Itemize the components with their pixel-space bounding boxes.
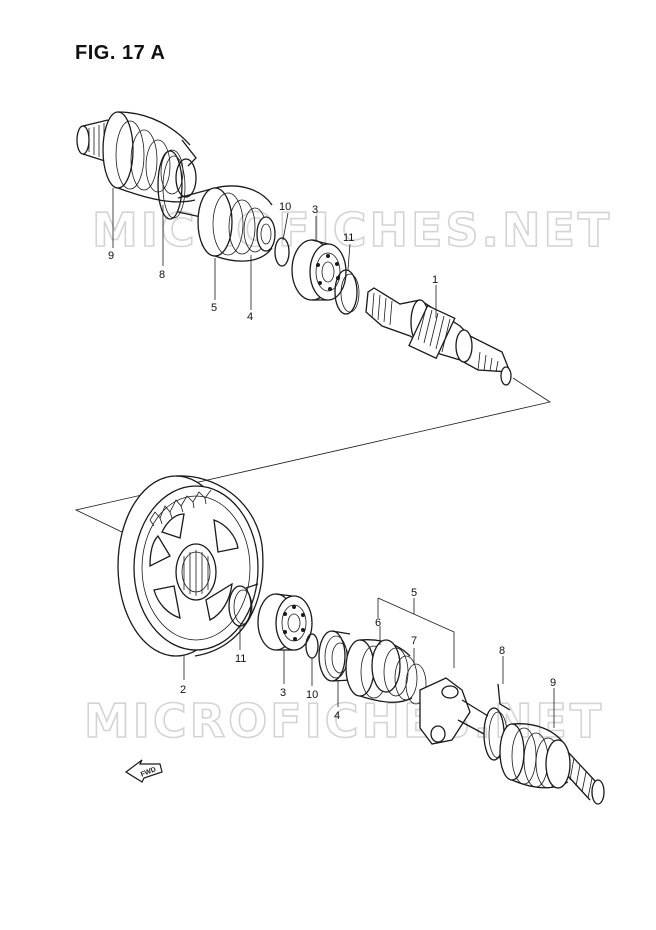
callout-11-bottom: 11 — [235, 653, 246, 665]
part-1-shaft — [365, 287, 512, 386]
callout-4-bottom: 4 — [334, 710, 340, 722]
part-9-top-boot — [76, 111, 197, 203]
callout-2-bottom: 2 — [180, 684, 186, 696]
callout-10-bottom: 10 — [306, 689, 318, 701]
part-5-bottom-cvjoint — [345, 639, 489, 745]
callout-11-top: 11 — [343, 232, 354, 244]
part-9-bottom-boot — [499, 723, 605, 805]
part-10-bottom-circlip — [305, 633, 319, 659]
part-8-top-band — [157, 139, 197, 220]
part-3-bottom-bearing — [257, 593, 313, 651]
part-5-top-housing — [177, 185, 276, 262]
part-3-top-bearing — [291, 239, 347, 301]
callout-9-bottom: 9 — [550, 677, 556, 689]
part-10-top-circlip — [274, 237, 290, 267]
callout-6-bottom: 6 — [375, 617, 381, 629]
part-2-gear — [117, 475, 264, 657]
part-4-bottom-seal — [318, 630, 353, 682]
assembly-link-line — [74, 377, 552, 533]
callout-4-top: 4 — [247, 311, 253, 323]
part-11-top-snapring — [334, 269, 360, 315]
callout-3-top: 3 — [312, 204, 318, 216]
callout-9-top: 9 — [108, 250, 114, 262]
figure-title: FIG. 17 A — [75, 42, 166, 64]
callout-8-bottom: 8 — [499, 645, 505, 657]
watermark-top: MICROFICHES.NET — [92, 203, 612, 257]
fwd-arrow-icon: FWD — [124, 759, 163, 783]
callout-5-top: 5 — [211, 302, 217, 314]
callout-5-bottom: 5 — [411, 587, 417, 599]
callout-3-bottom: 3 — [280, 687, 286, 699]
callout-8-top: 8 — [159, 269, 165, 281]
callout-10-top: 10 — [279, 201, 291, 213]
callout-1-top: 1 — [432, 274, 438, 286]
callout-7-bottom: 7 — [411, 635, 417, 647]
watermark-bottom: MICROFICHES.NET — [84, 694, 604, 748]
